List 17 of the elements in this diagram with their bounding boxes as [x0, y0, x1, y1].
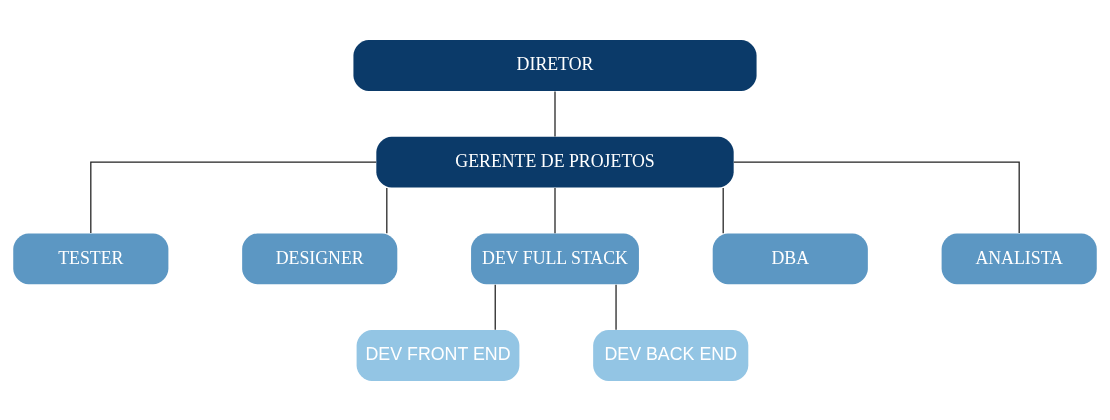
connector [386, 186, 388, 234]
connector [733, 161, 1020, 234]
connector [494, 283, 496, 330]
connector [615, 283, 617, 330]
node-box: DBA [712, 232, 868, 284]
connector [722, 186, 724, 234]
node-box: DESIGNER [242, 232, 398, 284]
node-box: DIRETOR [353, 39, 757, 91]
node-box: DEV FULL STACK [471, 232, 639, 284]
node-box: DEV BACK END [593, 329, 749, 381]
connector [554, 90, 556, 137]
node-box: TESTER [13, 232, 169, 284]
node-box: DEV FRONT END [356, 329, 520, 381]
node-box: ANALISTA [941, 232, 1097, 284]
connector [554, 186, 556, 234]
connector [90, 161, 377, 234]
node-box: GERENTE DE PROJETOS [376, 136, 734, 188]
